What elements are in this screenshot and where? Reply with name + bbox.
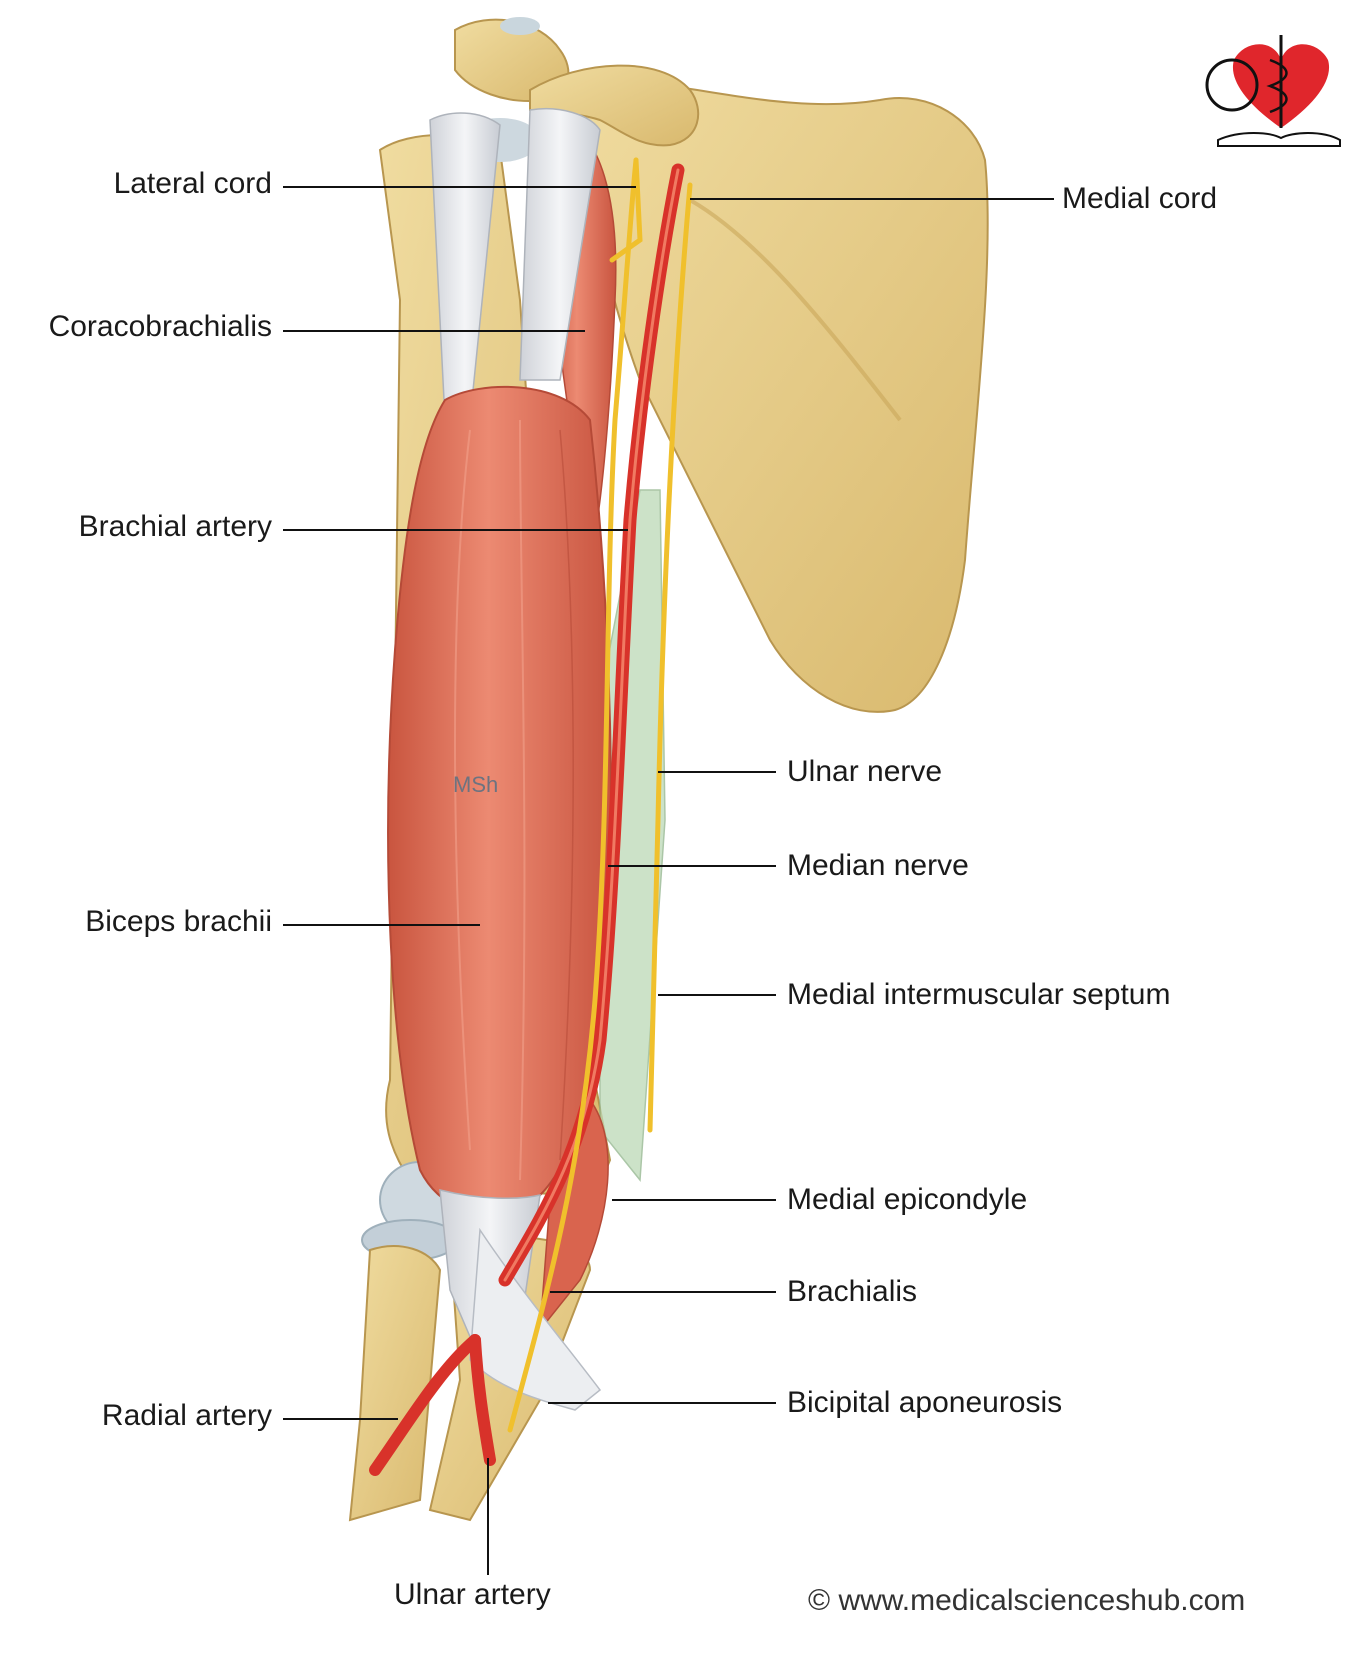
radial-artery-vessel [369, 1334, 481, 1476]
brachial-artery-highlight [503, 168, 680, 1282]
acromion-facet [500, 17, 540, 35]
label-biceps-brachii: Biceps brachii [85, 905, 272, 938]
lateral-cord-nerve [609, 157, 643, 263]
label-brachial-artery: Brachial artery [78, 510, 272, 543]
biceps-fiber-line [519, 419, 526, 1181]
biceps-fiber-line [454, 429, 471, 1151]
scapula-spine [689, 198, 902, 422]
ulnar-nerve [647, 182, 693, 1133]
biceps-brachii-muscle [387, 385, 612, 1215]
label-coracobrachialis: Coracobrachialis [48, 310, 272, 343]
label-bicipital-aponeurosis: Bicipital aponeurosis [787, 1386, 1063, 1419]
brachialis-muscle [539, 1098, 609, 1333]
label-medial-cord: Medial cord [1062, 182, 1218, 215]
label-medial-epicondyle: Medial epicondyle [787, 1183, 1028, 1216]
watermark-text: MSh [453, 772, 499, 797]
radius [348, 1245, 442, 1522]
label-medial-intermuscular-septum: Medial intermuscular septum [787, 978, 1171, 1011]
leader-lines [283, 186, 1054, 1575]
median-nerve [507, 157, 639, 1433]
copyright-text: © www.medicalscienceshub.com [808, 1584, 1246, 1617]
biceps-short-head-tendon [519, 108, 601, 381]
label-radial-artery: Radial artery [101, 1399, 272, 1432]
label-ulnar-artery: Ulnar artery [394, 1578, 551, 1611]
biceps-fiber-line [559, 429, 574, 1161]
label-ulnar-nerve: Ulnar nerve [787, 755, 943, 788]
heart-caduceus-book-logo [1205, 35, 1341, 147]
label-brachialis: Brachialis [787, 1275, 918, 1308]
label-lateral-cord: Lateral cord [113, 167, 272, 200]
biceps-long-head-tendon [429, 112, 501, 421]
label-median-nerve: Median nerve [787, 849, 969, 882]
ulnar-artery-vessel [469, 1334, 496, 1466]
